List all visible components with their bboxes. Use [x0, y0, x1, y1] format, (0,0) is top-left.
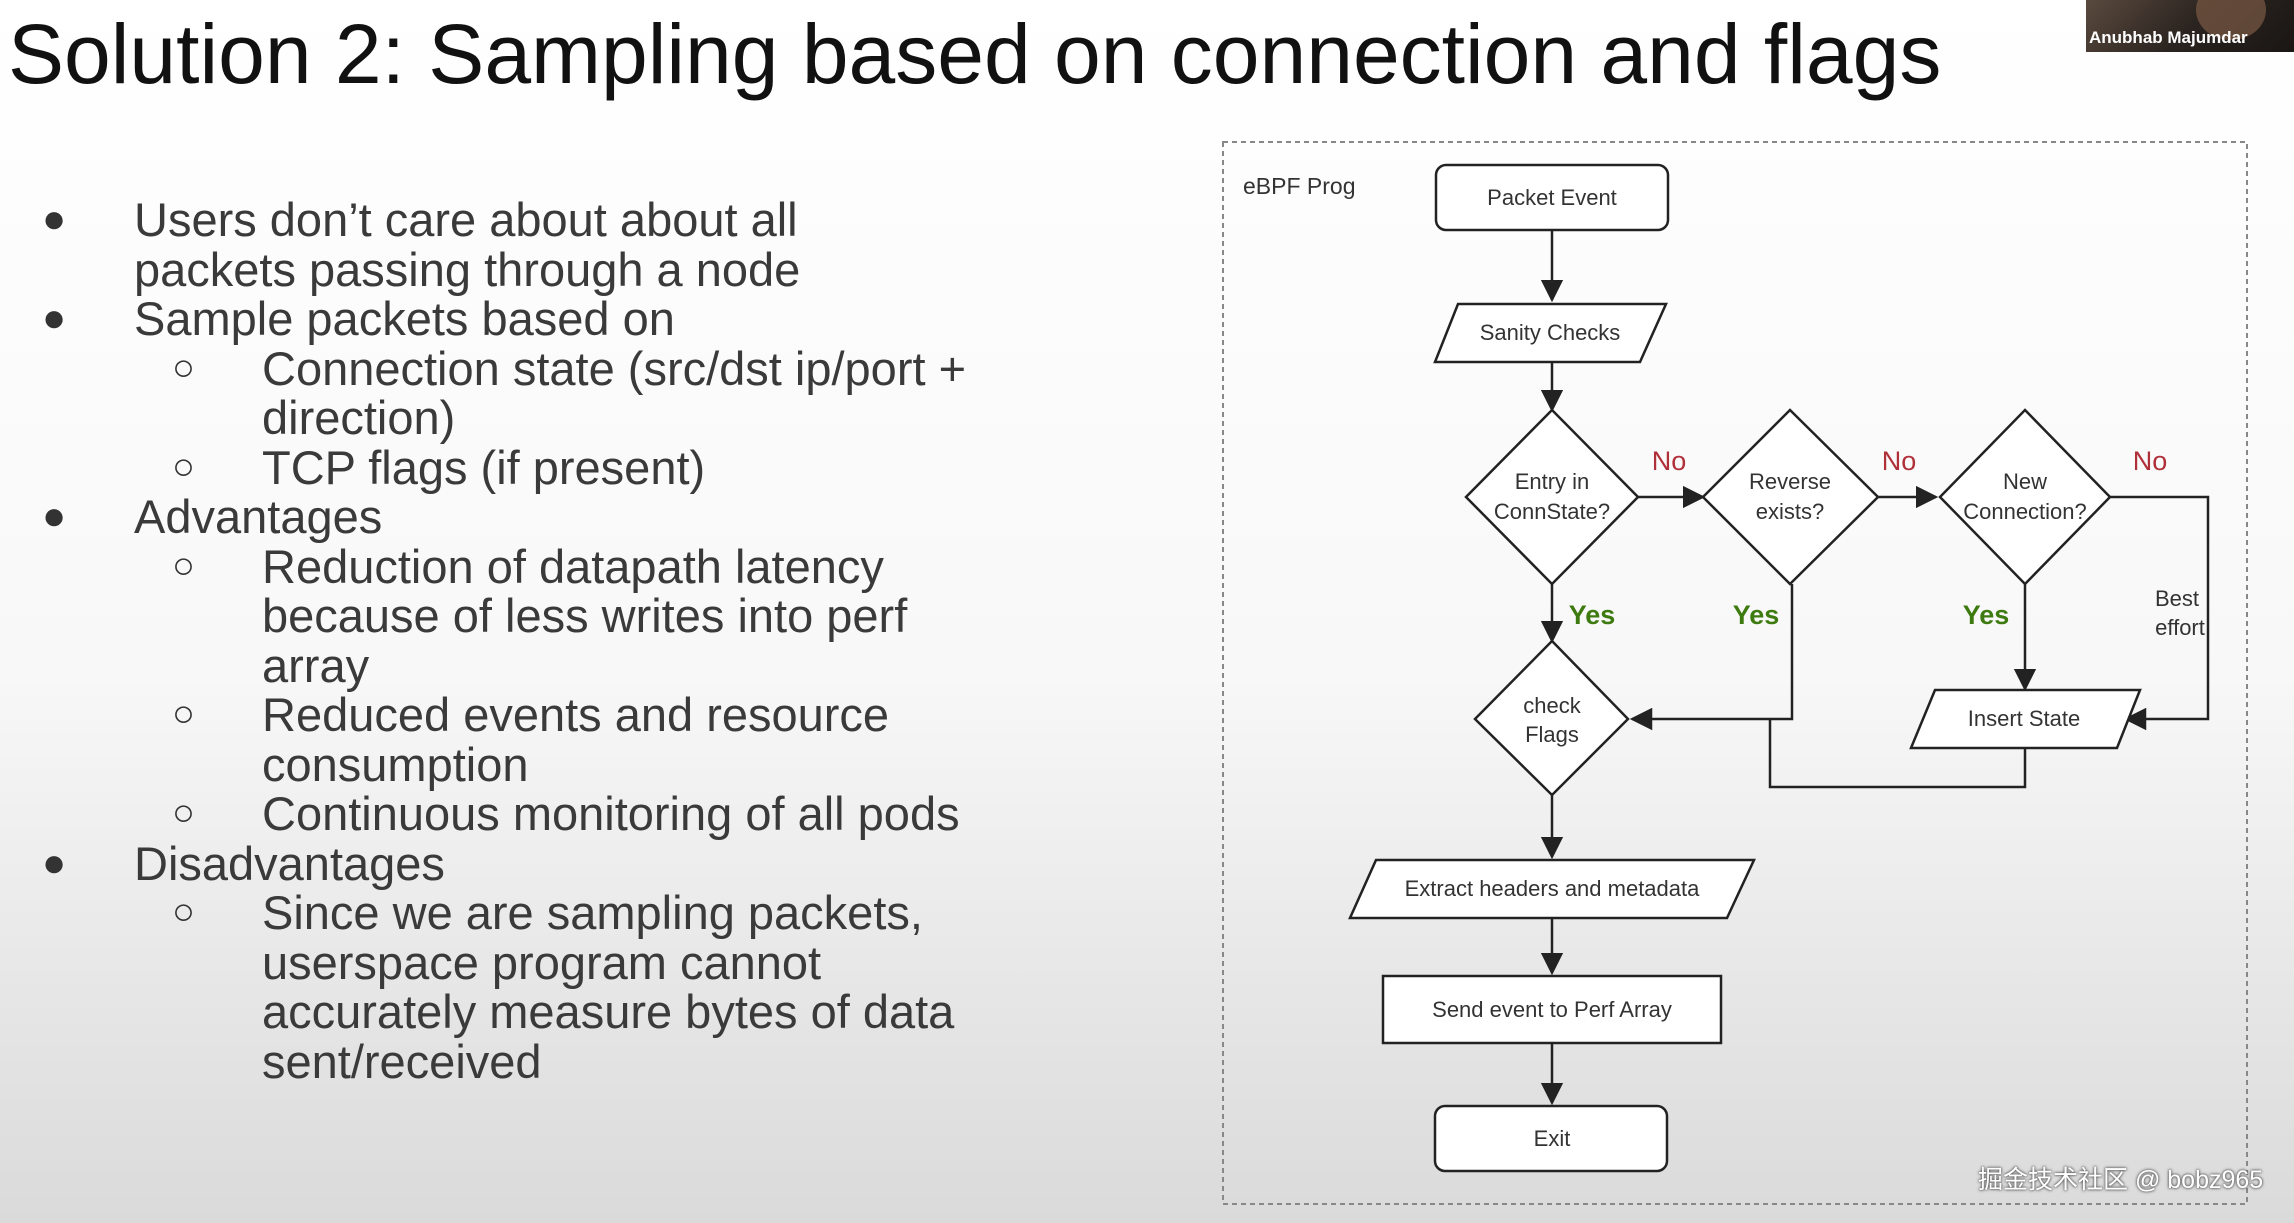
bullet-dot-icon: ●	[42, 494, 67, 538]
edge-reverse-to-flags	[1629, 584, 1794, 731]
bullet-item: ● Disadvantages	[0, 836, 1100, 890]
sub-bullet-item: ○ Continuous monitoring of all pods	[0, 789, 1100, 839]
node-packet-event	[1434, 163, 1670, 232]
node-label-flags-line-2: Flags	[1525, 722, 1579, 747]
bullet-text-line: Reduced events and resource	[262, 688, 890, 741]
node-insert-state	[1909, 688, 2142, 750]
node-label-send-event: Send event to Perf Array	[1432, 997, 1672, 1022]
ebpf-prog-label: eBPF Prog	[1243, 173, 1356, 199]
bullet-text-line: direction)	[262, 391, 456, 444]
node-label-insert-state: Insert State	[1968, 706, 2081, 731]
node-sanity-checks	[1433, 302, 1668, 364]
edge-label-best-effort-line-2: effort	[2155, 615, 2205, 640]
node-label-extract-headers: Extract headers and metadata	[1405, 876, 1700, 901]
bullet-text-line: Advantages	[134, 490, 383, 543]
ebpf-prog-container	[1222, 141, 2248, 1205]
slide-title: Solution 2: Sampling based on connection…	[8, 7, 1942, 101]
bullet-circle-icon: ○	[172, 544, 195, 587]
node-send-event	[1381, 974, 1723, 1045]
bullet-item: ● Sample packets based on	[0, 294, 1100, 344]
edge-label-no-entry: No	[1652, 446, 1687, 476]
bullet-text-line: accurately measure bytes of data	[262, 985, 955, 1038]
edge-label-best-effort-line-1: Best	[2155, 586, 2199, 611]
node-label-reverse-line-2: exists?	[1756, 499, 1824, 524]
node-label-entry-line-1: Entry in	[1515, 469, 1590, 494]
presenter-webcam: Anubhab Majumdar	[2086, 0, 2294, 52]
bullet-dot-icon: ●	[42, 197, 67, 241]
bullet-text-line: because of less writes into perf	[262, 589, 908, 642]
bullet-circle-icon: ○	[172, 445, 195, 488]
bullet-text-line: Since we are sampling packets,	[262, 886, 923, 939]
bullet-text-line: array	[262, 638, 370, 692]
node-label-entry-line-2: ConnState?	[1494, 499, 1610, 524]
bullet-text-line: userspace program cannot	[262, 935, 822, 989]
node-label-flags-line-1: check	[1523, 693, 1581, 718]
node-label-packet-event: Packet Event	[1487, 185, 1617, 210]
bullet-circle-icon: ○	[172, 792, 195, 834]
bullet-item: ● Advantages	[0, 492, 1100, 542]
node-reverse-exists	[1701, 408, 1880, 586]
node-extract-headers	[1348, 858, 1756, 920]
sub-bullet-item: ○ Connection state (src/dst ip/port +dire…	[0, 341, 1100, 444]
presenter-name: Anubhab Majumdar	[2089, 28, 2248, 47]
node-label-reverse-line-1: Reverse	[1749, 469, 1831, 494]
node-exit	[1433, 1104, 1669, 1173]
bullet-circle-icon: ○	[172, 891, 195, 933]
edge-label-no-new: No	[2133, 446, 2168, 476]
bullet-text-line: Reduction of datapath latency	[262, 539, 884, 593]
edge-insert-to-flags-loop	[1768, 719, 2027, 789]
bullet-circle-icon: ○	[172, 693, 195, 735]
edge-label-yes-new: Yes	[1963, 600, 2010, 630]
bullet-text-line: Disadvantages	[134, 836, 445, 890]
bullet-text-line: sent/received	[262, 1034, 542, 1088]
bullet-dot-icon: ●	[42, 296, 67, 340]
bullet-text-line: Continuous monitoring of all pods	[262, 787, 960, 840]
bullet-text-line: TCP flags (if present)	[262, 440, 706, 494]
sub-bullet-item: ○ TCP flags (if present)	[0, 440, 1100, 494]
edge-label-yes-reverse: Yes	[1733, 600, 1780, 630]
sub-bullet-item: ○ Since we are sampling packets,userspace…	[0, 888, 1100, 1086]
bullet-text-line: consumption	[262, 737, 529, 791]
bullet-text-line: Connection state (src/dst ip/port +	[262, 341, 967, 395]
bullet-text-line: packets passing through a node	[134, 242, 801, 296]
node-label-sanity-checks: Sanity Checks	[1480, 320, 1621, 345]
node-new-connection	[1938, 408, 2112, 586]
edge-label-no-reverse: No	[1882, 446, 1917, 476]
bullet-dot-icon: ●	[42, 840, 67, 885]
node-check-flags	[1473, 639, 1630, 797]
bullet-circle-icon: ○	[172, 346, 195, 389]
edge-label-yes-entry: Yes	[1569, 600, 1616, 630]
watermark: 掘金技术社区 @ bobz965	[1978, 1166, 2264, 1194]
node-label-new-line-1: New	[2003, 469, 2047, 494]
edge-new-to-insert-best-effort	[2110, 495, 2210, 731]
node-label-exit: Exit	[1534, 1126, 1571, 1151]
node-label-new-line-2: Connection?	[1963, 499, 2087, 524]
bullet-text-line: Sample packets based on	[134, 292, 675, 345]
node-entry-in-connstate	[1464, 408, 1640, 586]
bullet-text-line: Users don’t care about about all	[134, 193, 798, 246]
